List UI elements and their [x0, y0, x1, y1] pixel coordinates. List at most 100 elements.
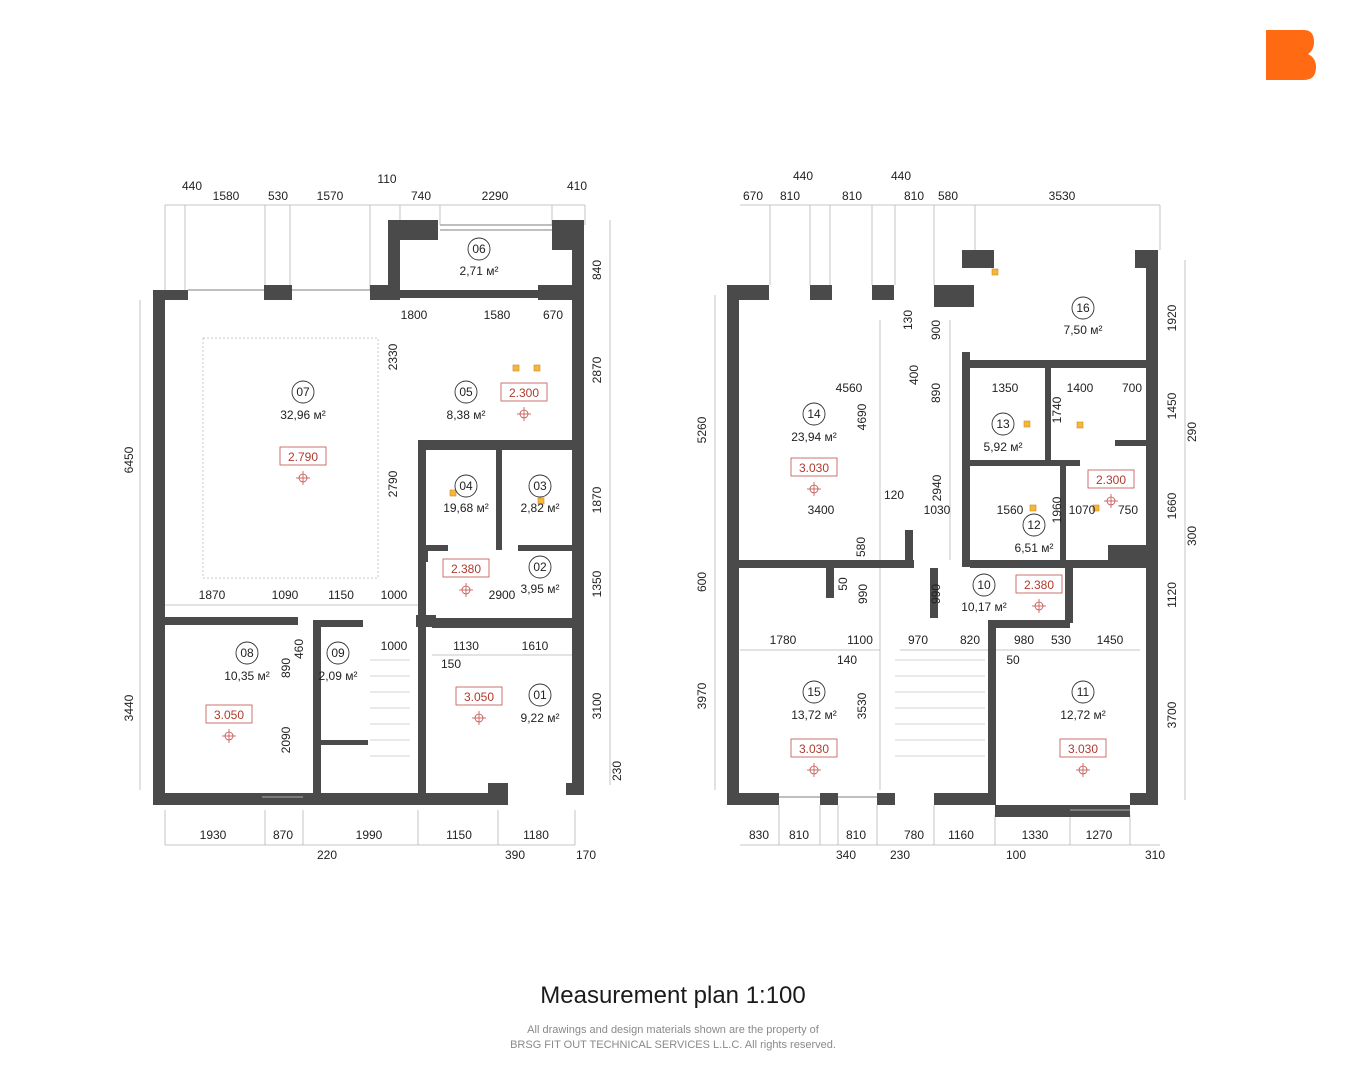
ceiling-height-value: 3.030	[799, 461, 829, 475]
dimension-label: 2900	[489, 588, 516, 602]
dimension-label: 1580	[213, 189, 240, 203]
dimension-label: 1960	[1050, 496, 1064, 523]
dimension-label: 780	[904, 828, 924, 842]
room-area: 9,22 м²	[521, 711, 560, 725]
dimension-label: 750	[1118, 503, 1138, 517]
dimension-label: 820	[960, 633, 980, 647]
dimension-label: 840	[590, 260, 604, 280]
room-number-circle	[802, 680, 826, 704]
dimension-label: 1070	[1069, 503, 1096, 517]
room-number: 02	[533, 560, 547, 574]
dimension-label: 3400	[808, 503, 835, 517]
dimension-label: 970	[908, 633, 928, 647]
ceiling-height-tag	[1015, 574, 1063, 594]
dimension-label: 700	[1122, 381, 1142, 395]
dimension-label: 600	[695, 572, 709, 592]
ceiling-height-value: 2.300	[509, 386, 539, 400]
dimension-label: 980	[1014, 633, 1034, 647]
ceiling-height-tag	[1059, 738, 1107, 758]
dimension-label: 230	[610, 761, 624, 781]
dimension-label: 530	[268, 189, 288, 203]
ceiling-height-tag	[500, 382, 548, 402]
dimension-label: 990	[929, 584, 943, 604]
room-number-circle	[1071, 680, 1095, 704]
dimension-label: 3530	[855, 692, 869, 719]
dimension-label: 1120	[1165, 582, 1179, 608]
dimension-label: 1780	[770, 633, 797, 647]
room-number: 06	[472, 242, 486, 256]
dimension-label: 1560	[997, 503, 1024, 517]
dimension-label: 1090	[272, 588, 299, 602]
dimension-lines	[139, 204, 1186, 846]
light-point-icon	[1029, 504, 1037, 512]
room-number: 11	[1077, 685, 1090, 699]
dimension-label: 1150	[446, 828, 472, 842]
room-number: 13	[996, 417, 1010, 431]
dimension-label: 4560	[836, 381, 863, 395]
dimension-label: 2290	[482, 189, 509, 203]
dimension-label: 1160	[948, 828, 974, 842]
room-number: 08	[240, 646, 254, 660]
dimension-label: 2790	[386, 470, 400, 497]
ceiling-height-tag	[442, 558, 490, 578]
dimension-label: 1000	[381, 639, 408, 653]
room-area: 7,50 м²	[1064, 323, 1103, 337]
room-number-circle	[528, 555, 552, 579]
brsg-logo	[1266, 30, 1316, 80]
room-number: 15	[807, 685, 821, 699]
dimension-label: 1800	[401, 308, 428, 322]
room-number-circle	[235, 641, 259, 665]
dimension-label: 1740	[1050, 396, 1064, 423]
dimension-label: 3970	[695, 682, 709, 709]
dimension-label: 900	[929, 320, 943, 340]
room-number-circle	[1071, 296, 1095, 320]
room-number: 05	[459, 385, 473, 399]
dimension-label: 990	[856, 584, 870, 604]
dimension-label: 1100	[847, 633, 873, 647]
ceiling-height-value: 2.380	[451, 562, 481, 576]
ceiling-height-tag	[790, 738, 838, 758]
ceiling-height-value: 2.300	[1096, 473, 1126, 487]
dimension-label: 310	[1145, 848, 1165, 862]
dimension-label: 1000	[381, 588, 408, 602]
room-area: 32,96 м²	[280, 408, 326, 422]
ceiling-height-tag	[455, 686, 503, 706]
dimension-label: 100	[1006, 848, 1026, 862]
room-number-circle	[1022, 513, 1046, 537]
dimension-label: 5260	[695, 416, 709, 443]
dimension-label: 1570	[317, 189, 344, 203]
dimension-label: 400	[907, 365, 921, 385]
room-number: 01	[533, 688, 547, 702]
light-point-icon	[1023, 420, 1031, 428]
dimension-label: 2090	[279, 726, 293, 753]
dimension-label: 110	[377, 172, 396, 186]
room-number: 12	[1027, 518, 1041, 532]
ceiling-height-value: 2.790	[288, 450, 318, 464]
dimension-label: 140	[837, 653, 857, 667]
dimension-label: 410	[567, 179, 587, 193]
dimension-label: 830	[749, 828, 769, 842]
room-area: 10,17 м²	[961, 600, 1007, 614]
dimension-label: 890	[929, 383, 943, 403]
dimension-label: 1400	[1067, 381, 1094, 395]
dimension-label: 1660	[1165, 492, 1179, 519]
dimension-label: 870	[273, 828, 293, 842]
dimension-label: 1180	[523, 828, 549, 842]
room-number-circle	[528, 683, 552, 707]
ceiling-height-value: 3.050	[214, 708, 244, 722]
room-area: 2,82 м²	[521, 501, 560, 515]
dimension-label: 390	[505, 848, 525, 862]
dimension-label: 2330	[386, 343, 400, 370]
dimension-label: 460	[292, 639, 306, 659]
light-point-icon	[1092, 504, 1100, 512]
room-number-circle	[972, 573, 996, 597]
dimension-label: 670	[743, 189, 763, 203]
room-number: 07	[296, 385, 310, 399]
ceiling-height-tag	[1087, 469, 1135, 489]
dimension-label: 810	[780, 189, 800, 203]
room-number: 14	[807, 407, 821, 421]
dimension-label: 580	[854, 537, 868, 557]
room-area: 2,71 м²	[460, 264, 499, 278]
room-area: 5,92 м²	[984, 440, 1023, 454]
